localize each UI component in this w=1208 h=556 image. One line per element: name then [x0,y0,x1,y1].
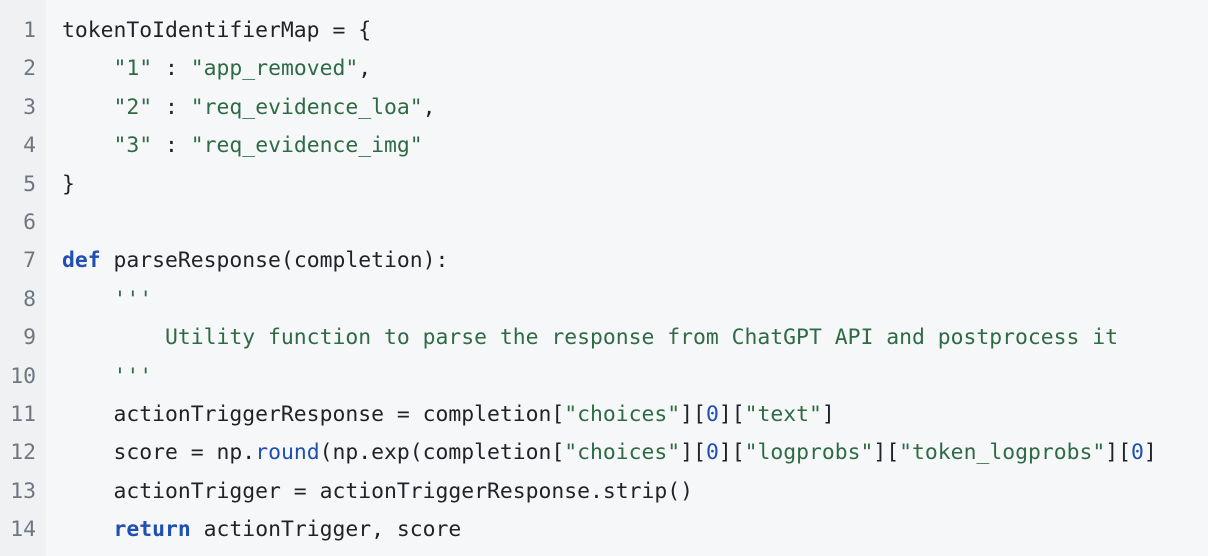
code-token [62,287,114,312]
code-text: return actionTrigger, score [62,511,462,549]
code-token: ] [1143,440,1157,466]
code-line: 9 Utility function to parse the response… [0,319,1208,357]
code-line: 3 "2" : "req_evidence_loa", [0,89,1208,127]
code-token: : [152,56,191,82]
string-token: "req_evidence_loa" [190,94,423,120]
code-text: "1" : "app_removed", [62,50,372,88]
line-number: 10 [10,363,36,389]
code-token: score = np. [62,440,256,466]
string-token: "app_removed" [190,56,359,82]
code-line: 8 ''' [0,281,1208,319]
code-text: actionTrigger = actionTriggerResponse.st… [62,473,694,511]
code-token: ][ [680,402,706,427]
line-number: 8 [23,286,36,312]
code-text: actionTriggerResponse = completion["choi… [62,396,835,434]
code-text: ''' [62,281,153,319]
code-token: actionTrigger = actionTriggerResponse.st… [62,478,694,504]
code-line: 2 "1" : "app_removed", [0,50,1208,88]
string-token: "logprobs" [744,440,874,466]
code-token: parseResponse(completion): [100,248,449,274]
code-token: ][ [718,402,745,427]
string-token: "req_evidence_img" [190,133,423,159]
string-token: "token_logprobs" [899,440,1106,466]
string-token: "choices" [564,440,681,466]
line-number: 9 [23,325,36,351]
code-text: tokenToIdentifierMap = { [62,12,371,50]
string-token: "1" [113,56,153,82]
line-number: 14 [10,517,36,543]
code-token [62,95,114,120]
line-number-gutter [0,0,46,556]
code-line: 11 actionTriggerResponse = completion["c… [0,396,1208,434]
line-number: 12 [10,440,36,466]
code-text: ''' [62,358,153,396]
number-token: 0 [1131,440,1144,466]
code-token [62,364,114,389]
code-line: 4 "3" : "req_evidence_img" [0,127,1208,165]
number-token: 0 [705,402,719,427]
code-text: "2" : "req_evidence_loa", [62,89,436,127]
code-token [62,133,114,158]
code-token: ][ [1105,440,1131,466]
line-number: 2 [23,56,36,82]
string-token: "choices" [564,402,681,427]
code-token [62,517,114,542]
code-text: "3" : "req_evidence_img" [62,127,423,165]
code-token: , [358,56,372,82]
code-token: actionTriggerResponse = completion[ [62,402,565,427]
code-token: ][ [718,440,745,466]
docstring-token: Utility function to parse the response f… [62,325,1119,351]
code-line: 7 def parseResponse(completion): [0,242,1208,280]
string-token: "text" [744,402,822,427]
code-token: } [62,171,75,197]
code-line: 14 return actionTrigger, score [0,511,1208,549]
code-text: } [62,166,75,204]
line-number: 11 [10,402,36,427]
code-token: : [152,94,191,120]
line-number: 4 [23,133,36,159]
keyword-token: return [113,517,191,543]
docstring-token: ''' [113,363,153,389]
code-token: (np.exp(completion[ [319,440,565,466]
string-token: "3" [113,133,153,159]
line-number: 1 [23,18,36,43]
code-token: ][ [873,440,900,466]
line-number: 5 [23,171,36,197]
function-token: round [255,440,320,466]
string-token: "2" [113,94,153,120]
code-text: score = np.round(np.exp(completion["choi… [62,434,1157,472]
code-token: , [422,94,436,120]
code-text: def parseResponse(completion): [62,242,448,280]
code-text: Utility function to parse the response f… [62,319,1118,357]
line-number: 7 [23,248,36,274]
number-token: 0 [705,440,719,466]
code-token: actionTrigger, score [190,517,462,543]
code-line: 1 tokenToIdentifierMap = { [0,12,1208,50]
code-line: 10 ''' [0,358,1208,396]
keyword-token: def [62,248,101,274]
code-line: 5} [0,166,1208,204]
line-number: 6 [23,210,36,235]
code-line: 12 score = np.round(np.exp(completion["c… [0,434,1208,472]
code-token: ][ [680,440,706,466]
line-number: 3 [23,94,36,120]
code-line: 6 [0,204,1208,242]
code-token: : [152,133,191,159]
code-line: 13 actionTrigger = actionTriggerResponse… [0,473,1208,511]
code-token: tokenToIdentifierMap = { [62,18,372,43]
code-token: ] [821,402,835,427]
line-number: 13 [10,478,36,504]
code-token [62,56,114,81]
docstring-token: ''' [113,286,153,312]
